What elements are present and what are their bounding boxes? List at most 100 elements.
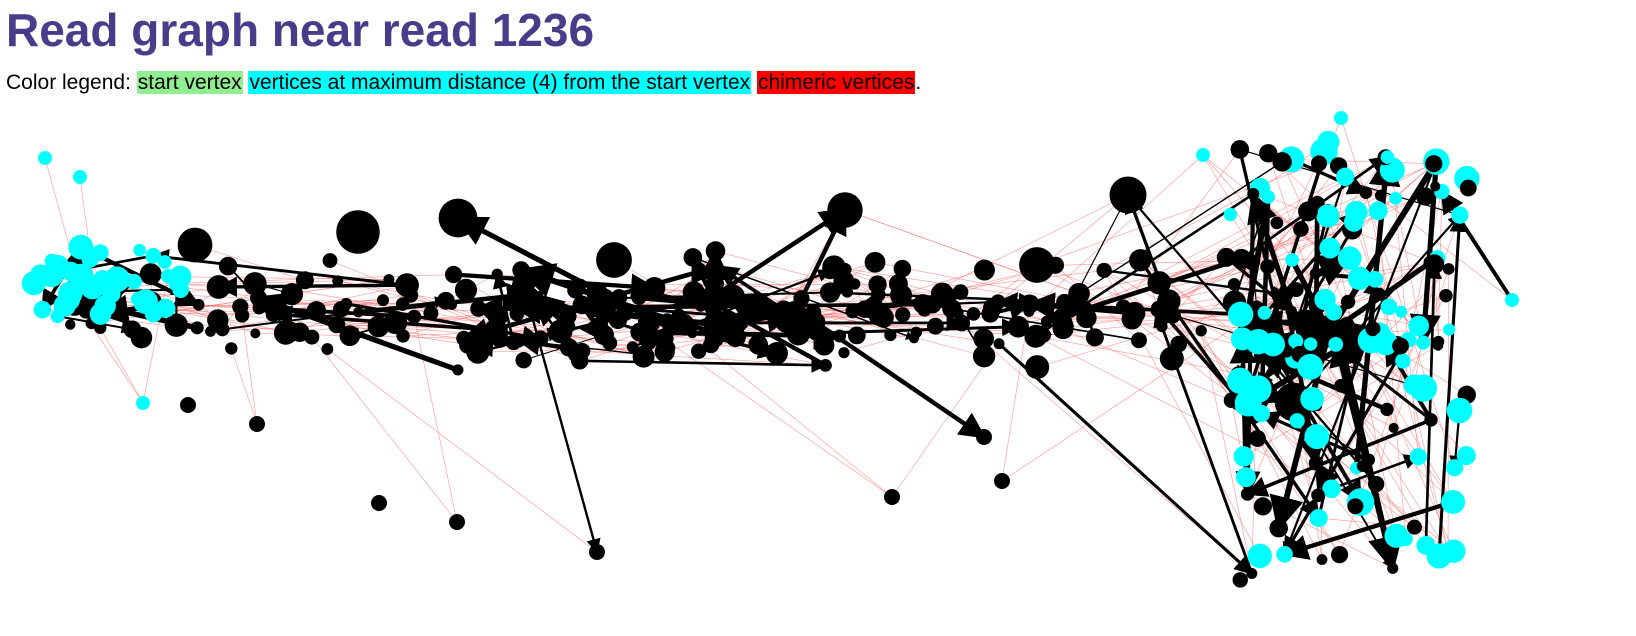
read-vertex[interactable] xyxy=(1244,254,1260,271)
read-vertex[interactable] xyxy=(444,265,463,284)
max-distance-vertex[interactable] xyxy=(1366,270,1384,288)
max-distance-vertex[interactable] xyxy=(1227,301,1254,328)
read-vertex[interactable] xyxy=(1367,475,1385,493)
read-vertex[interactable] xyxy=(190,321,204,335)
read-vertex[interactable] xyxy=(1156,320,1168,333)
read-vertex[interactable] xyxy=(1459,179,1477,197)
read-vertex[interactable] xyxy=(993,338,1005,350)
max-distance-vertex[interactable] xyxy=(1319,237,1341,259)
max-distance-vertex[interactable] xyxy=(1309,508,1328,528)
read-vertex[interactable] xyxy=(1362,453,1376,467)
max-distance-vertex[interactable] xyxy=(1337,246,1362,270)
read-vertex[interactable] xyxy=(1387,562,1399,574)
read-vertex[interactable] xyxy=(966,307,981,321)
max-distance-vertex[interactable] xyxy=(1317,130,1340,153)
read-vertex[interactable] xyxy=(491,268,503,280)
read-vertex[interactable] xyxy=(250,328,261,339)
read-vertex[interactable] xyxy=(632,345,655,368)
max-distance-vertex[interactable] xyxy=(1233,446,1254,467)
read-vertex[interactable] xyxy=(94,321,107,335)
read-vertex[interactable] xyxy=(232,298,249,315)
read-vertex[interactable] xyxy=(1380,402,1394,417)
read-vertex[interactable] xyxy=(1253,497,1272,516)
read-vertex[interactable] xyxy=(1096,262,1112,279)
read-vertex[interactable] xyxy=(1359,186,1373,199)
max-distance-vertex[interactable] xyxy=(1196,148,1210,162)
read-vertex[interactable] xyxy=(765,342,788,365)
read-vertex[interactable] xyxy=(1024,324,1048,348)
read-vertex[interactable] xyxy=(407,309,422,324)
max-distance-vertex[interactable] xyxy=(1289,413,1305,429)
read-vertex[interactable] xyxy=(1424,254,1445,274)
read-vertex[interactable] xyxy=(1115,300,1131,315)
read-vertex[interactable] xyxy=(436,291,455,310)
read-vertex[interactable] xyxy=(367,315,390,338)
read-vertex[interactable] xyxy=(526,288,539,301)
read-vertex[interactable] xyxy=(353,306,364,318)
read-vertex[interactable] xyxy=(775,311,797,333)
read-vertex[interactable] xyxy=(616,303,634,322)
read-vertex[interactable] xyxy=(332,306,345,318)
max-distance-vertex[interactable] xyxy=(1343,211,1364,232)
read-vertex[interactable] xyxy=(659,313,675,329)
max-distance-vertex[interactable] xyxy=(1441,489,1466,514)
read-vertex[interactable] xyxy=(1432,340,1444,351)
read-vertex[interactable] xyxy=(953,314,971,332)
read-vertex[interactable] xyxy=(691,343,707,359)
read-vertex[interactable] xyxy=(1246,567,1258,579)
read-vertex[interactable] xyxy=(1240,487,1255,501)
read-vertex[interactable] xyxy=(884,329,897,342)
max-distance-vertex[interactable] xyxy=(126,273,142,290)
max-distance-vertex[interactable] xyxy=(1234,389,1262,417)
max-distance-vertex[interactable] xyxy=(1261,332,1286,357)
read-vertex[interactable] xyxy=(225,342,238,355)
read-vertex[interactable] xyxy=(1439,288,1453,303)
read-vertex[interactable] xyxy=(177,227,213,263)
read-vertex[interactable] xyxy=(917,301,932,317)
read-vertex[interactable] xyxy=(339,325,361,347)
max-distance-vertex[interactable] xyxy=(94,295,116,317)
read-vertex[interactable] xyxy=(449,514,465,530)
max-distance-vertex[interactable] xyxy=(1223,207,1238,222)
read-vertex[interactable] xyxy=(180,397,196,413)
read-vertex[interactable] xyxy=(279,321,301,343)
max-distance-vertex[interactable] xyxy=(145,247,162,264)
read-vertex[interactable] xyxy=(973,328,994,350)
read-vertex[interactable] xyxy=(1372,287,1386,301)
read-vertex[interactable] xyxy=(472,327,489,344)
read-vertex[interactable] xyxy=(873,307,894,328)
max-distance-vertex[interactable] xyxy=(1347,266,1372,291)
read-vertex[interactable] xyxy=(1059,299,1078,319)
read-vertex[interactable] xyxy=(596,242,632,278)
read-vertex[interactable] xyxy=(808,326,822,341)
max-distance-vertex[interactable] xyxy=(1276,546,1293,563)
read-vertex[interactable] xyxy=(470,300,487,317)
read-vertex[interactable] xyxy=(653,328,674,349)
read-vertex[interactable] xyxy=(737,307,754,324)
read-vertex[interactable] xyxy=(1150,300,1167,317)
max-distance-vertex[interactable] xyxy=(156,298,176,318)
max-distance-vertex[interactable] xyxy=(1442,539,1466,563)
read-vertex[interactable] xyxy=(1392,337,1409,355)
read-vertex[interactable] xyxy=(452,364,464,376)
read-vertex[interactable] xyxy=(1052,318,1074,340)
read-vertex[interactable] xyxy=(572,295,592,315)
max-distance-vertex[interactable] xyxy=(1451,206,1469,224)
max-distance-vertex[interactable] xyxy=(1334,111,1348,125)
read-vertex[interactable] xyxy=(1288,282,1304,297)
read-vertex[interactable] xyxy=(1293,309,1316,331)
read-vertex[interactable] xyxy=(139,263,162,285)
max-distance-vertex[interactable] xyxy=(1505,293,1519,307)
max-distance-vertex[interactable] xyxy=(1443,323,1456,336)
read-vertex[interactable] xyxy=(838,347,850,359)
read-vertex[interactable] xyxy=(1232,572,1248,588)
max-distance-vertex[interactable] xyxy=(1335,167,1355,187)
read-vertex[interactable] xyxy=(952,284,969,300)
read-vertex[interactable] xyxy=(1406,519,1422,535)
read-vertex[interactable] xyxy=(192,298,205,311)
read-vertex[interactable] xyxy=(1309,267,1322,280)
read-vertex[interactable] xyxy=(1109,176,1147,214)
read-vertex[interactable] xyxy=(249,416,265,432)
max-distance-vertex[interactable] xyxy=(1300,387,1325,411)
read-vertex[interactable] xyxy=(702,337,720,354)
